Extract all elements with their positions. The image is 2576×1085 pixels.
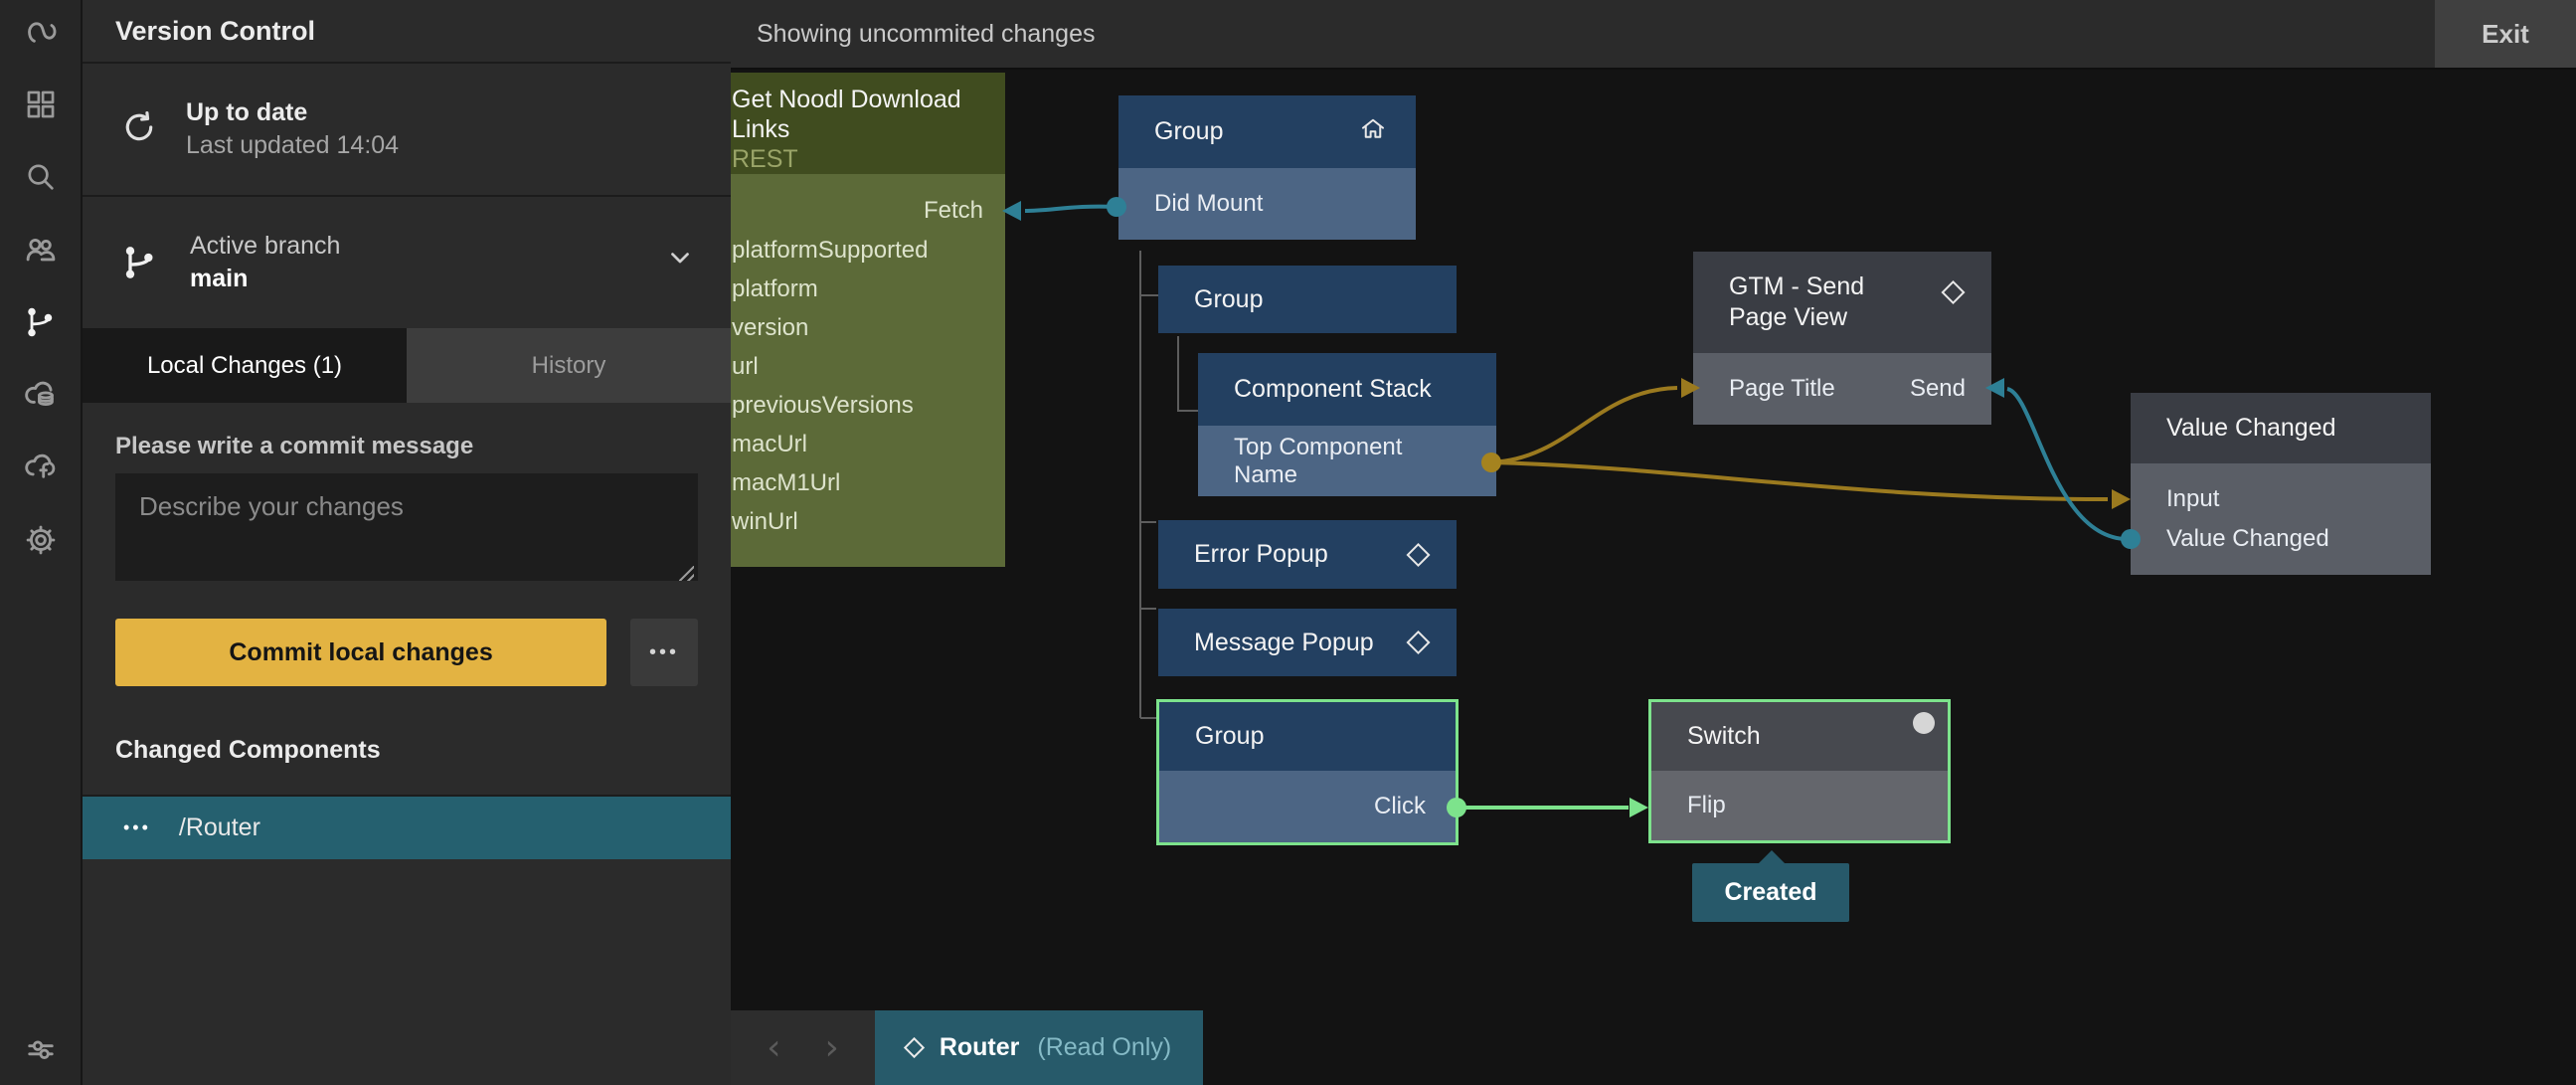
wire-topcomponent-pagetitle [1490,386,1678,464]
port-url[interactable]: url [732,352,759,380]
commit-more-options-button[interactable]: ••• [630,619,698,686]
node-group-child[interactable]: Group [1158,266,1457,333]
port-did-mount[interactable]: Did Mount [1154,190,1264,217]
node-graph[interactable]: Get Noodl Download Links REST Fetch plat… [731,0,2576,1085]
node-message-popup[interactable]: Message Popup [1158,609,1457,676]
active-branch-row[interactable]: Active branch main [83,197,731,328]
node-title: Message Popup [1194,628,1374,656]
port-platform[interactable]: platform [732,274,818,302]
version-control-branch-icon[interactable] [23,304,59,340]
activity-rail [0,0,83,1085]
node-graph-canvas[interactable]: Showing uncommited changes Exit [731,0,2576,1085]
node-component-stack[interactable]: Component Stack Top Component Name [1198,353,1496,496]
port-platformsupported[interactable]: platformSupported [732,236,929,264]
read-only-label: (Read Only) [1037,1033,1172,1061]
port-macurl[interactable]: macUrl [732,430,807,457]
arrow-input [2112,489,2131,509]
wire-didmount-fetch [1024,204,1117,213]
component-tab-router[interactable]: Router (Read Only) [875,1010,1203,1085]
canvas-topbar: Showing uncommited changes Exit [731,0,2576,70]
tab-local-changes[interactable]: Local Changes (1) [83,328,407,403]
port-click[interactable]: Click [1374,793,1426,819]
node-rest[interactable]: Get Noodl Download Links REST Fetch plat… [731,73,1005,567]
node-subtitle: REST [732,145,798,173]
nav-history-controls: ‹ › [731,1010,875,1085]
port-winurl[interactable]: winUrl [732,507,798,535]
node-group-root[interactable]: Group Did Mount [1118,95,1416,240]
diamond-icon [1406,542,1431,567]
commit-message-input[interactable] [115,473,698,581]
version-control-panel: Version Control Up to date Last updated … [83,0,731,1085]
tab-component-name: Router [939,1033,1020,1061]
created-badge: Created [1692,850,1849,922]
noodl-logo-icon[interactable] [23,14,59,50]
node-title: Error Popup [1194,540,1328,568]
commit-message-label: Please write a commit message [115,433,474,459]
port-input[interactable]: Input [2166,485,2220,512]
cloud-database-icon[interactable] [23,377,59,413]
preferences-sliders-icon[interactable] [23,1031,59,1067]
port-send[interactable]: Send [1909,375,1966,402]
wire-valuechanged-send [2006,387,2132,542]
node-group-selected[interactable]: Group Click [1156,699,1459,845]
uncommitted-changes-status: Showing uncommited changes [757,19,1096,48]
exit-button[interactable]: Exit [2435,0,2576,68]
refresh-icon[interactable] [120,108,158,151]
cloud-functions-icon[interactable] [23,450,59,485]
component-dots-icon: ••• [123,817,151,837]
diamond-icon [903,1036,925,1059]
component-name: /Router [178,814,260,841]
node-gtm-send-page-view[interactable]: GTM - Send Page View Page Title Send [1693,252,1991,425]
search-icon[interactable] [23,159,59,195]
node-title: Group [1154,117,1224,145]
diamond-icon [1941,279,1966,304]
port-fetch[interactable]: Fetch [923,197,983,224]
node-title: Switch [1687,722,1761,750]
sync-status-row[interactable]: Up to date Last updated 14:04 [83,64,731,197]
home-icon [1358,113,1388,150]
node-title: GTM - Send Page View [1729,272,1865,331]
status-dot [1913,712,1935,734]
node-title: Group [1194,284,1264,313]
tab-history[interactable]: History [407,328,731,403]
node-title: Component Stack [1234,375,1432,403]
branch-name: main [190,265,249,292]
settings-gear-icon[interactable] [23,522,59,558]
sync-status-text: Up to date [186,98,308,126]
forward-chevron-icon[interactable]: › [824,1026,839,1068]
branch-label: Active branch [190,232,341,260]
commit-local-changes-button[interactable]: Commit local changes [115,619,607,686]
port-flip[interactable]: Flip [1687,792,1726,818]
collaboration-users-icon[interactable] [23,232,59,268]
port-version[interactable]: version [732,313,809,341]
panel-title: Version Control [115,15,316,46]
panel-header: Version Control [83,0,731,64]
node-error-popup[interactable]: Error Popup [1158,520,1457,589]
port-macm1url[interactable]: macM1Url [732,468,841,496]
panel-tabs: Local Changes (1) History [83,328,731,403]
commit-section: Please write a commit message Commit loc… [83,433,731,686]
wire-topcomponent-input [1490,460,2109,501]
diamond-icon [1406,630,1431,655]
port-previousversions[interactable]: previousVersions [732,391,914,419]
node-title: Value Changed [2166,414,2336,442]
port-page-title[interactable]: Page Title [1729,375,1835,402]
arrow-flip [1630,798,1648,817]
port-value-changed[interactable]: Value Changed [2166,525,2329,552]
canvas-bottom-bar: ‹ › Router (Read Only) [731,1010,1203,1085]
changed-component-row-router[interactable]: ••• /Router [83,797,731,859]
back-chevron-icon[interactable]: ‹ [767,1026,781,1068]
node-value-changed[interactable]: Value Changed Input Value Changed [2131,393,2431,575]
changed-components-list: ••• /Router [83,795,731,859]
components-grid-icon[interactable] [23,87,59,122]
node-switch[interactable]: Switch Flip [1648,699,1951,843]
node-title: Group [1195,722,1265,750]
node-title: Get Noodl Download Links [732,86,961,143]
chevron-down-icon[interactable] [665,243,695,277]
changed-components-heading: Changed Components [115,736,381,764]
sync-updated-text: Last updated 14:04 [186,131,400,159]
port-top-component-name[interactable]: Top Component Name [1234,433,1403,488]
